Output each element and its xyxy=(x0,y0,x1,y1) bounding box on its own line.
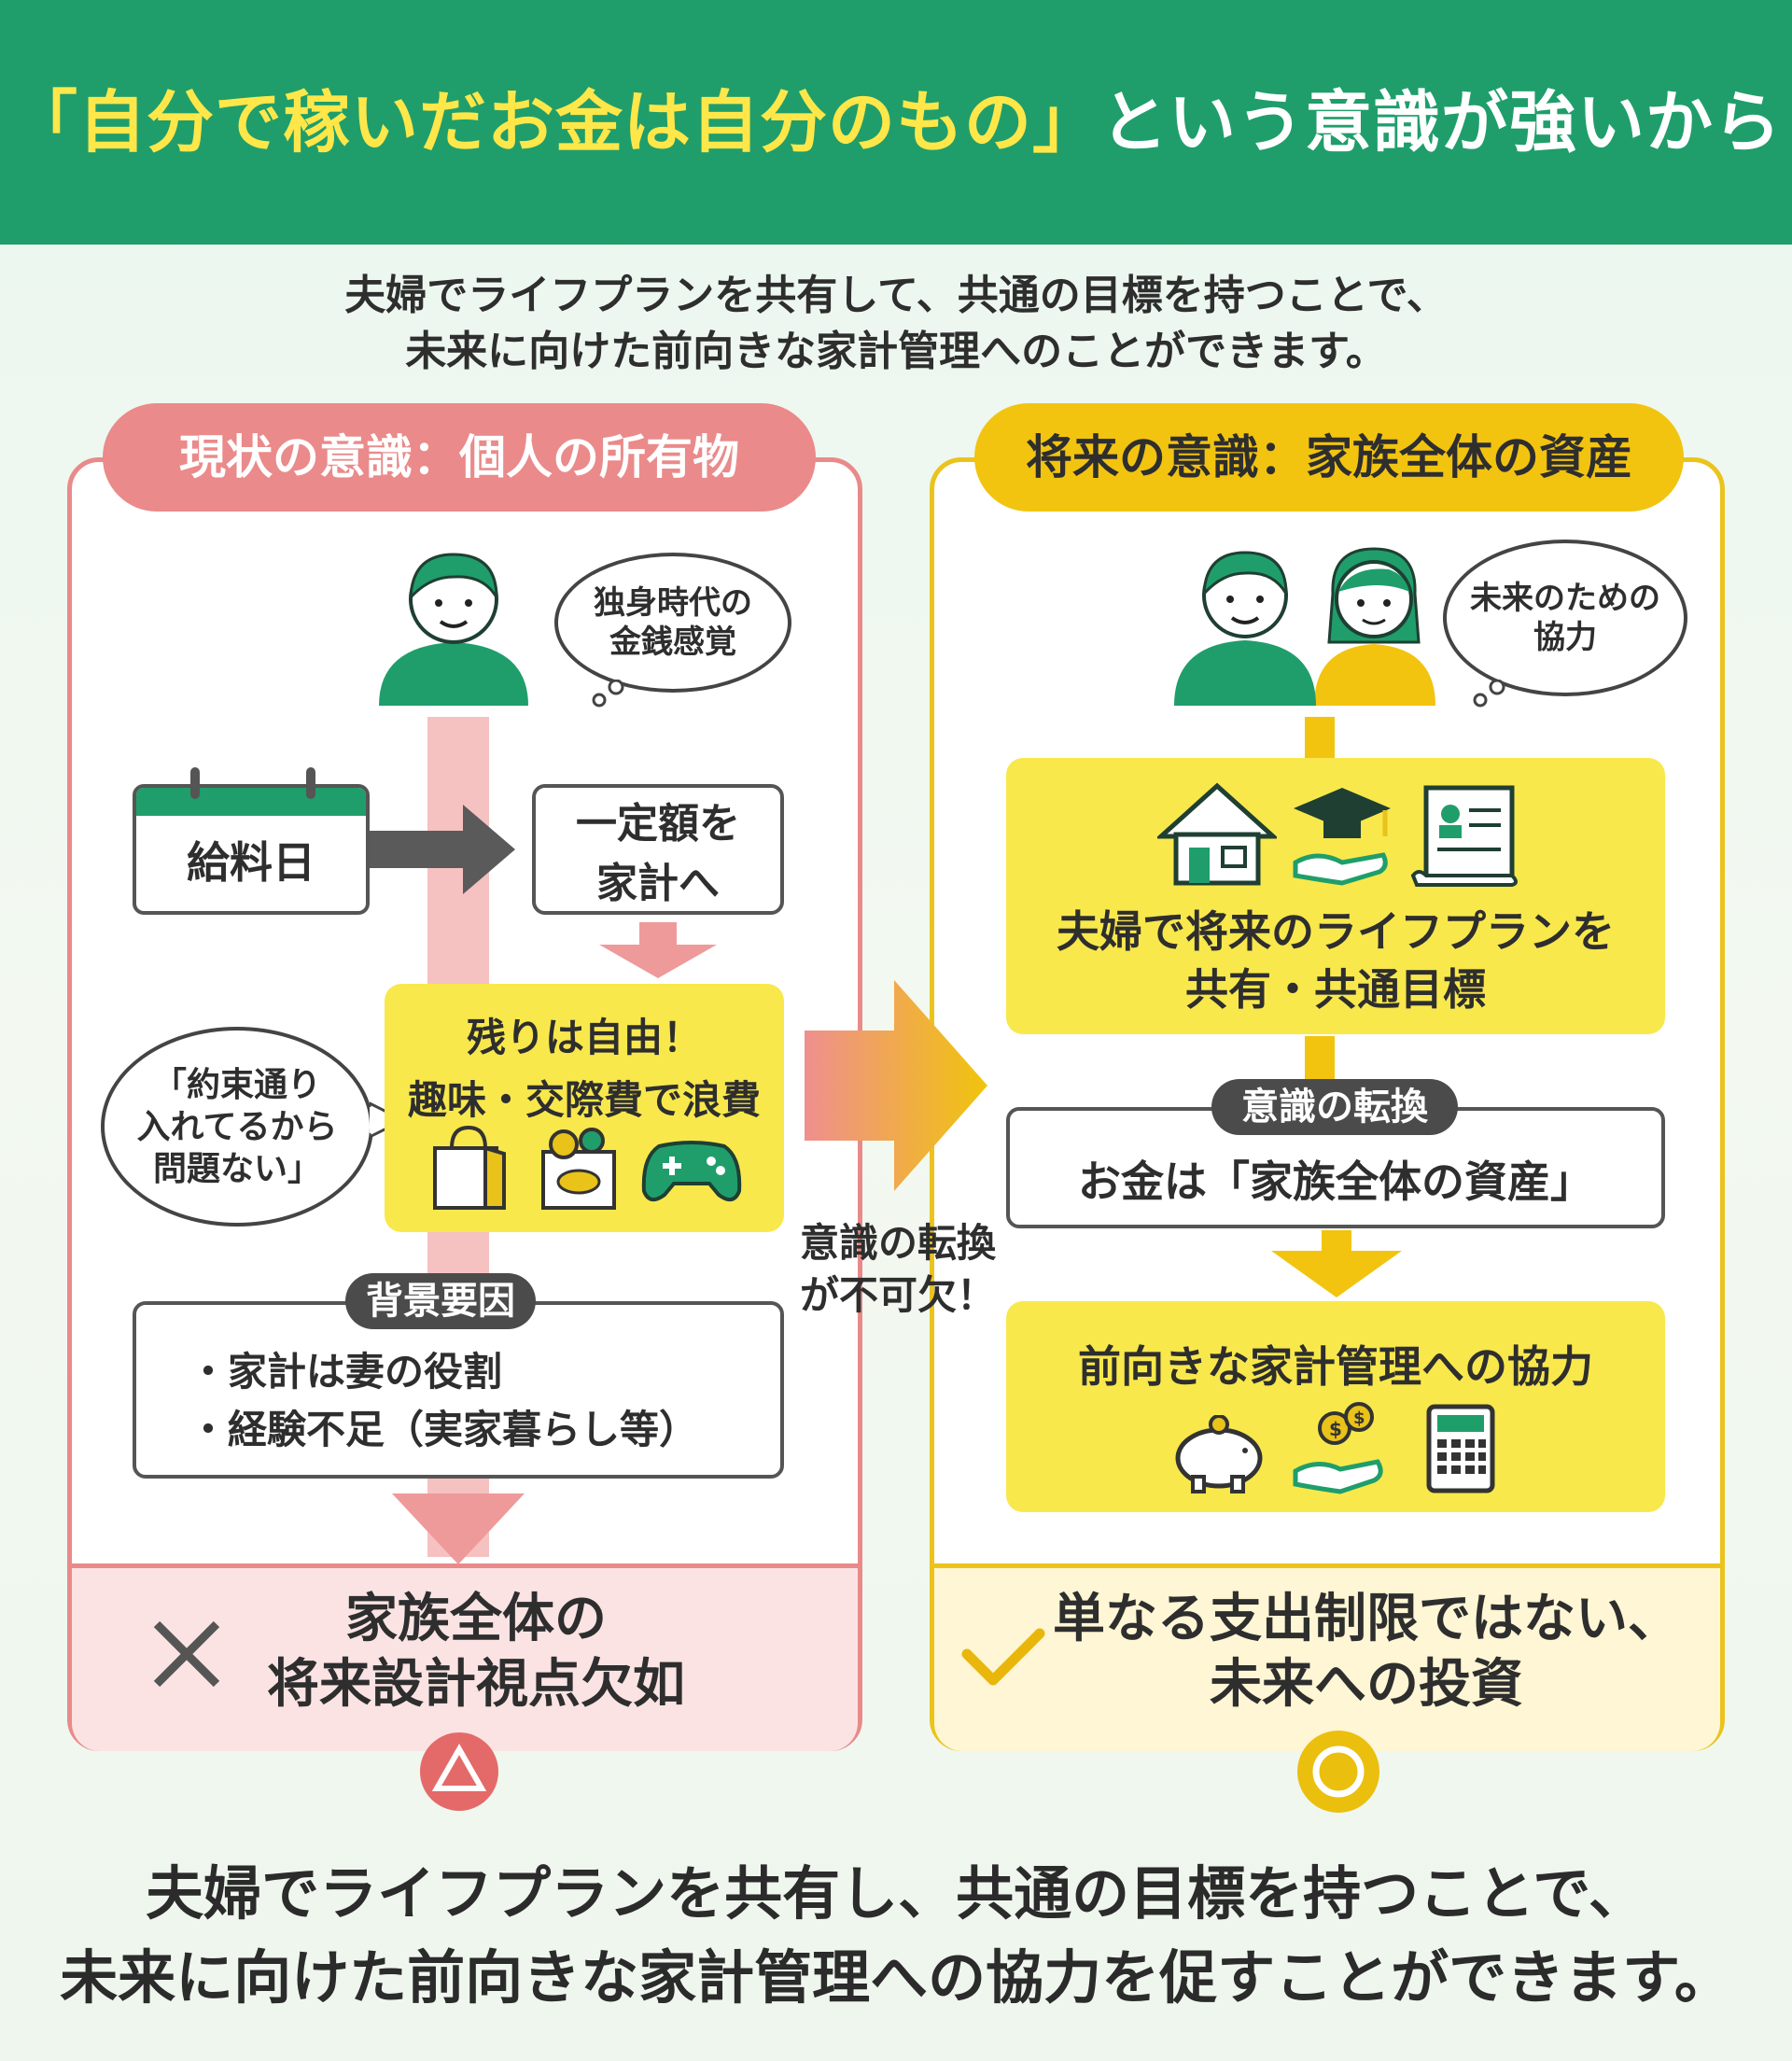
svg-text:$: $ xyxy=(1329,1418,1342,1440)
food-icon xyxy=(541,1128,616,1210)
payday-calendar: 給料日 xyxy=(133,784,370,915)
house-icon xyxy=(1157,782,1277,886)
speech-line: 問題ない」 xyxy=(152,1149,321,1188)
fixed-line: 一定額を xyxy=(576,800,740,848)
right-result-line: 未来への投資 xyxy=(1210,1654,1523,1715)
speech-line: 入れてるから xyxy=(136,1107,338,1146)
payday-label: 給料日 xyxy=(187,837,315,888)
thought-bubble-future: 未来のための 協力 xyxy=(1443,540,1687,696)
cross-icon xyxy=(153,1620,220,1688)
calendar-header xyxy=(136,788,366,816)
shift-label-line: 意識の転換 xyxy=(799,1220,996,1266)
right-down-arrow-2 xyxy=(1271,1230,1402,1297)
intro-line-2: 未来に向けた前向きな家計管理へのことができます。 xyxy=(405,328,1387,375)
coin-hand-icon: $ $ xyxy=(1293,1402,1383,1494)
circle-icon xyxy=(1297,1731,1379,1813)
speech-line: 「約束通り xyxy=(152,1065,321,1104)
speech-bubble-no-problem: 「約束通り 入れてるから 問題ない」 xyxy=(101,1027,373,1227)
thought-line: 未来のための xyxy=(1470,579,1660,617)
piggy-bank-icon xyxy=(1175,1415,1263,1493)
conclusion-line-2: 未来に向けた前向きな家計管理への協力を促すことができます。 xyxy=(60,1943,1732,2012)
coop-text: 前向きな家計管理への協力 xyxy=(1078,1341,1593,1392)
title-rest: という意識が強いから xyxy=(1100,83,1783,161)
free-line-2: 趣味・交際費で浪費 xyxy=(407,1077,761,1123)
left-result-text: 家族全体の 将来設計視点欠如 xyxy=(233,1587,719,1718)
game-controller-icon xyxy=(641,1141,742,1202)
fixed-amount-box: 一定額を 家計へ xyxy=(532,784,784,915)
thought-bubble-single-era: 独身時代の 金銭感覚 xyxy=(554,553,791,693)
shopping-bag-icon xyxy=(433,1125,506,1210)
right-result-area xyxy=(934,1563,1720,1751)
person-icon xyxy=(379,553,528,706)
shift-required-label: 意識の転換 が不可欠！ xyxy=(780,1217,1015,1322)
header-banner xyxy=(0,0,1792,245)
awareness-shift-tag: 意識の転換 xyxy=(1211,1079,1458,1135)
payday-arrow xyxy=(370,805,515,894)
thought-dot xyxy=(592,680,624,708)
calculator-icon xyxy=(1426,1404,1495,1493)
asset-text: お金は「家族全体の資産」 xyxy=(1078,1157,1593,1207)
shift-label-line: が不可欠！ xyxy=(799,1272,996,1318)
document-icon xyxy=(1410,785,1518,887)
triangle-icon xyxy=(420,1732,498,1811)
conclusion-line-1: 夫婦でライフプランを共有し、共通の目標を持つことで、 xyxy=(146,1859,1646,1928)
share-line-1: 夫婦で将来のライフプランを xyxy=(1057,906,1615,957)
current-awareness-heading: 現状の意識：個人の所有物 xyxy=(103,403,816,512)
left-result-area xyxy=(72,1563,858,1751)
right-result-text: 単なる支出制限ではない、 未来への投資 xyxy=(1049,1587,1684,1718)
thought-dot xyxy=(1473,680,1505,708)
couple-icon xyxy=(1174,547,1435,706)
free-line-1: 残りは自由！ xyxy=(466,1015,702,1060)
thought-line: 独身時代の xyxy=(594,583,752,622)
thought-line: 協力 xyxy=(1533,619,1597,656)
thought-line: 金銭感覚 xyxy=(609,624,736,661)
background-item-2: ・経験不足（実家暮らし等） xyxy=(189,1407,699,1452)
shift-arrow xyxy=(805,980,987,1191)
title-highlight: 「自分で稼いだお金は自分のもの」 xyxy=(9,83,1100,161)
check-icon xyxy=(961,1628,1045,1686)
background-item-1: ・家計は妻の役割 xyxy=(189,1349,503,1395)
family-asset-box: お金は「家族全体の資産」 xyxy=(1006,1107,1665,1228)
fixed-line: 家計へ xyxy=(596,860,720,907)
share-line-2: 共有・共通目標 xyxy=(1185,964,1486,1015)
right-result-line: 単なる支出制限ではない、 xyxy=(1053,1589,1680,1649)
calendar-rings xyxy=(190,767,315,799)
future-awareness-heading: 将来の意識：家族全体の資産 xyxy=(974,403,1684,512)
left-down-arrow-head xyxy=(392,1493,525,1564)
intro-line-1: 夫婦でライフプランを共有して、共通の目標を持つことで、 xyxy=(344,272,1448,319)
background-factors-box: ・家計は妻の役割 ・経験不足（実家暮らし等） xyxy=(133,1301,784,1479)
left-result-line: 将来設計視点欠如 xyxy=(267,1654,685,1715)
page-title: 「自分で稼いだお金は自分のもの」という意識が強いから xyxy=(0,67,1792,165)
background-factors-tag: 背景要因 xyxy=(345,1273,536,1329)
fixed-down-arrow xyxy=(599,922,717,978)
graduation-icon xyxy=(1293,788,1391,886)
left-result-line: 家族全体の xyxy=(345,1589,607,1649)
svg-text:$: $ xyxy=(1353,1409,1365,1428)
positive-budget-coop-box: 前向きな家計管理への協力 xyxy=(1006,1301,1665,1512)
